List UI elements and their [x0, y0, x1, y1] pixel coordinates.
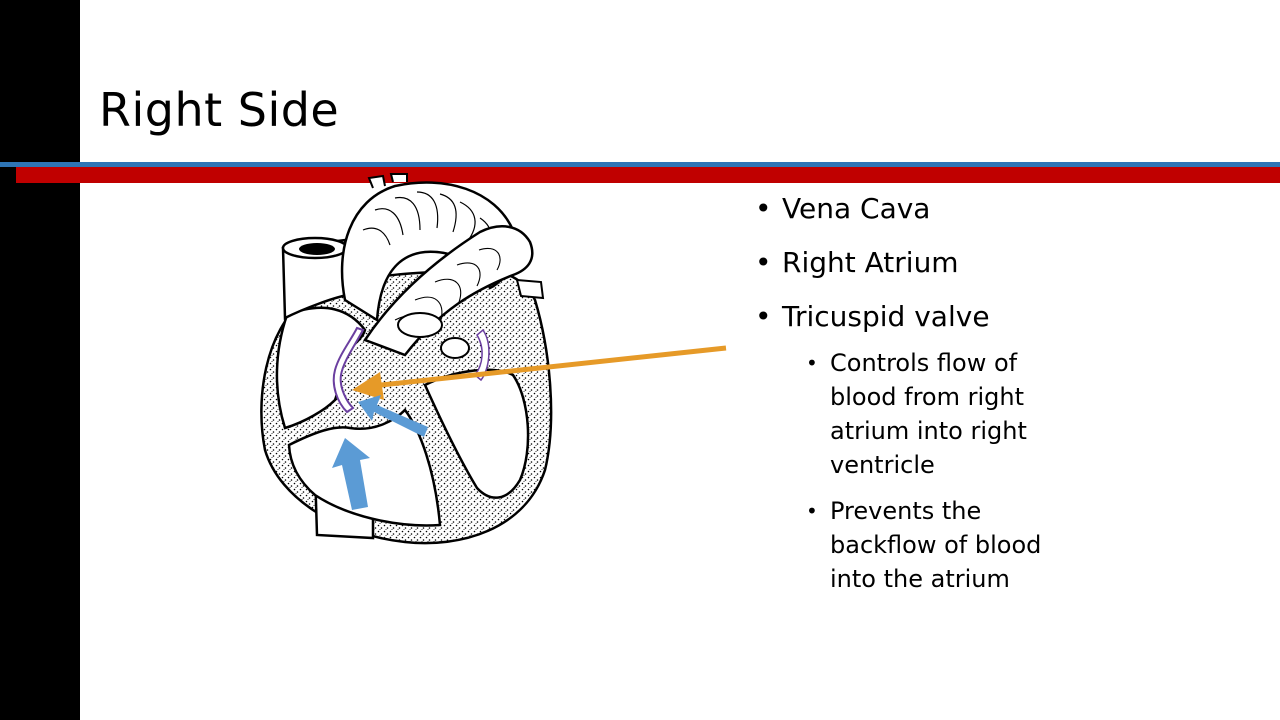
sub-bullet-prevents-backflow: Prevents the backflow of blood into the …	[806, 494, 1070, 596]
sub-bullet-controls-flow: Controls flow of blood from right atrium…	[806, 346, 1070, 482]
slide-title: Right Side	[99, 80, 339, 140]
bullet-tricuspid-label: Tricuspid valve	[782, 300, 990, 333]
bullet-vena-cava: Vena Cava	[755, 190, 1175, 228]
title-underline-red	[16, 167, 1280, 183]
heart-diagram	[245, 170, 570, 555]
bullet-tricuspid-valve: Tricuspid valve Controls flow of blood f…	[755, 298, 1175, 596]
left-black-band	[0, 0, 80, 720]
tricuspid-sub-list: Controls flow of blood from right atrium…	[806, 346, 1175, 596]
bullet-right-atrium: Right Atrium	[755, 244, 1175, 282]
bullet-list: Vena Cava Right Atrium Tricuspid valve C…	[755, 190, 1175, 612]
